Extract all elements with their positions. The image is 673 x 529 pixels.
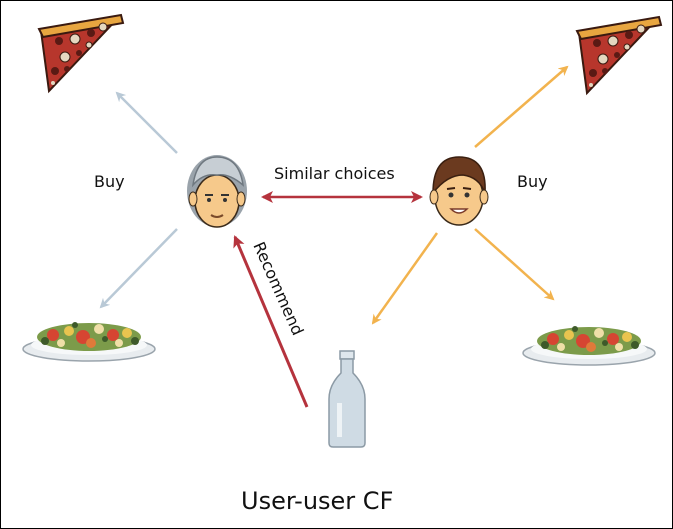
salad-plate-icon-left <box>22 321 156 362</box>
younger-user-avatar-icon <box>429 156 489 226</box>
buy-label-left: Buy <box>94 172 125 191</box>
right-buy-arrow-salad <box>474 228 555 301</box>
left-buy-arrow-pizza <box>115 91 178 154</box>
diagram-caption: User-user CF <box>241 487 393 515</box>
similar-choices-label: Similar choices <box>274 164 395 183</box>
salad-plate-icon-right <box>522 325 656 366</box>
right-buy-arrow-pizza <box>474 65 569 148</box>
left-buy-arrow-salad <box>99 228 178 309</box>
pizza-slice-icon-right <box>576 16 662 94</box>
buy-label-right: Buy <box>517 172 548 191</box>
pizza-slice-icon-left <box>38 14 124 92</box>
right-user-arrow-bottle <box>371 232 439 325</box>
bottle-icon <box>328 350 366 448</box>
older-user-avatar-icon <box>187 155 247 228</box>
recommend-arrow <box>233 235 309 408</box>
